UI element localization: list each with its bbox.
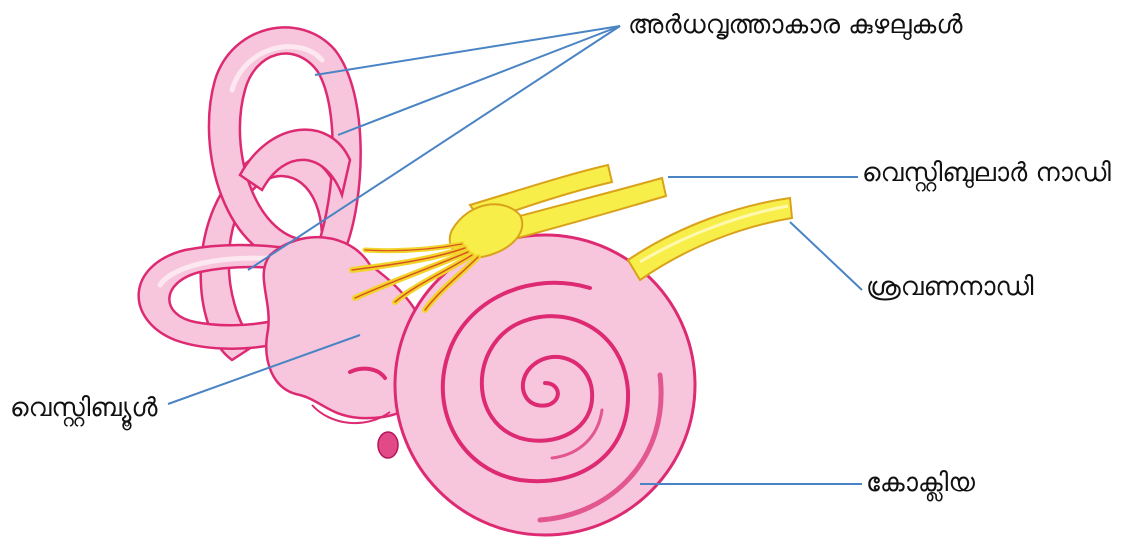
cochlea-label: കോക്ലിയ [866, 470, 975, 496]
oval-window [378, 432, 398, 458]
cochlea-shape [395, 235, 695, 535]
semicircular-canals-label: അർധവൃത്താകാര കുഴലുകൾ [628, 12, 962, 38]
auditory-nerve-label: ശ്രവണനാഡി [866, 274, 1034, 300]
leader-canal-1 [315, 26, 620, 75]
vestibular-nerve-label: വെസ്റ്റിബുലാർ നാഡി [862, 160, 1111, 186]
leader-auditory-nerve [790, 222, 862, 290]
auditory-nerve-shape [628, 198, 792, 280]
vestibule-label: വെസ്റ്റിബ്യൂൾ [10, 395, 158, 421]
